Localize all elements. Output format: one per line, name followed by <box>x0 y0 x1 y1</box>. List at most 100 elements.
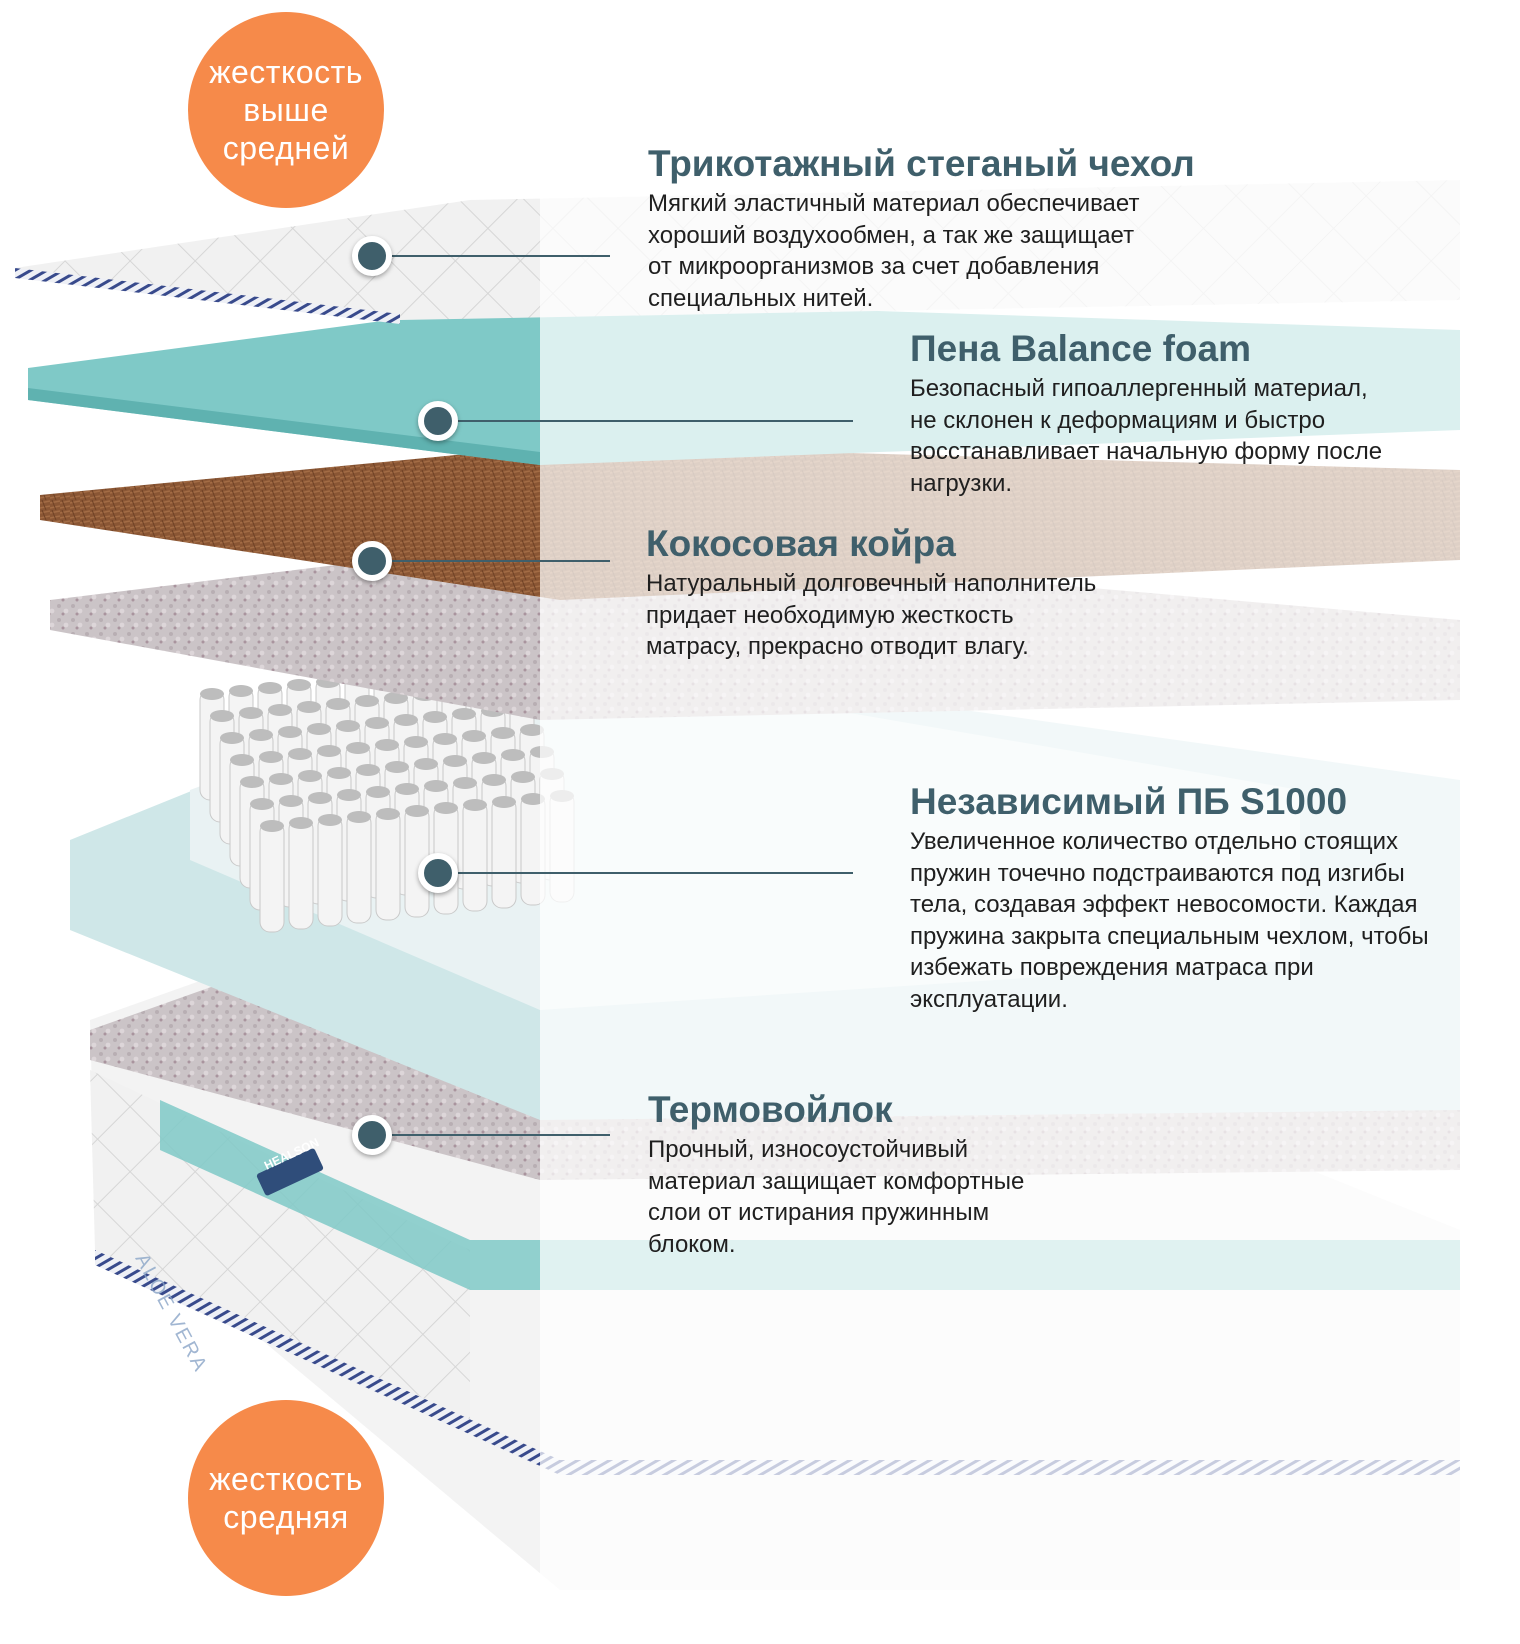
leader-line-felt <box>372 1134 610 1136</box>
spring-block <box>199 658 575 933</box>
spring-top <box>394 714 418 726</box>
leader-line-foam <box>438 420 853 422</box>
spring-top <box>521 793 545 805</box>
spring-top <box>200 688 224 700</box>
layer-info-coir: Кокосовая койра Натуральный долговечный … <box>646 522 1096 663</box>
spring-top <box>491 727 515 739</box>
layer-desc-line: материал защищает комфортные <box>648 1167 1025 1195</box>
spring-top <box>376 808 400 820</box>
text-backdrop-panel <box>540 150 1520 1644</box>
spring-top <box>356 764 380 776</box>
spring-pocket <box>317 815 343 927</box>
spring-top <box>443 755 467 767</box>
spring-pocket <box>375 809 401 921</box>
spring-top <box>289 817 313 829</box>
spring-top <box>269 773 293 785</box>
spring-top <box>385 761 409 773</box>
spring-top <box>423 711 447 723</box>
spring-top <box>250 798 274 810</box>
layer-title-cover: Трикотажный стеганый чехол <box>648 143 1195 184</box>
spring-top <box>249 729 273 741</box>
layer-desc-line: Прочный, износоустойчивый <box>648 1136 969 1163</box>
spring-top <box>230 754 254 766</box>
layer-desc-foam: Безопасный гипоаллергенный материал, не … <box>910 373 1382 499</box>
spring-top <box>337 789 361 801</box>
layer-desc-line: избежать повреждения матраса при <box>910 954 1314 981</box>
layer-desc-cover: Мягкий эластичный материал обеспечивает … <box>648 188 1195 314</box>
layer-title-coir: Кокосовая койра <box>646 523 956 564</box>
balance-foam-edge <box>28 388 540 465</box>
spring-top <box>492 796 516 808</box>
firmness-badge-bottom: жесткость средняя <box>188 1400 384 1596</box>
marker-dot-springs <box>418 853 458 893</box>
spring-top <box>346 742 370 754</box>
layer-desc-line: Безопасный гипоаллергенный материал, <box>910 375 1368 402</box>
layer-title-felt: Термовойлок <box>648 1089 893 1130</box>
layer-desc-line: эксплуатации. <box>910 985 1068 1013</box>
bottom-piping <box>95 1250 1460 1475</box>
layer-desc-line: блоком. <box>648 1230 736 1258</box>
layer-desc-line: от микроорганизмов за счет добавления <box>648 253 1100 280</box>
leader-line-springs <box>438 872 853 874</box>
layer-info-felt: Термовойлок Прочный, износоустойчивый ма… <box>648 1088 1024 1260</box>
spring-top <box>307 723 331 735</box>
layer-desc-line: Натуральный долговечный наполнитель <box>646 570 1097 597</box>
spring-top <box>220 732 244 744</box>
spring-top <box>520 724 544 736</box>
spring-top <box>463 799 487 811</box>
layer-title-foam: Пена Balance foam <box>910 328 1251 369</box>
layer-desc-line: Мягкий эластичный материал обеспечивает <box>648 190 1140 217</box>
spring-top <box>433 733 457 745</box>
badge-bottom-line-1: жесткость <box>209 1461 363 1497</box>
spring-top <box>375 739 399 751</box>
spring-top <box>453 777 477 789</box>
layer-title-springs: Независимый ПБ S1000 <box>910 781 1348 822</box>
spring-top <box>452 708 476 720</box>
spring-top <box>482 774 506 786</box>
brand-logo-tag <box>256 1148 324 1196</box>
spring-top <box>278 726 302 738</box>
spring-top <box>297 701 321 713</box>
spring-top <box>326 698 350 710</box>
marker-dot-coir <box>352 541 392 581</box>
spring-top <box>279 795 303 807</box>
leader-line-cover <box>372 255 610 257</box>
spring-top <box>404 736 428 748</box>
marker-dot-foam <box>418 401 458 441</box>
spring-top <box>501 749 525 761</box>
layer-desc-line: пружин точечно подстраиваются под изгибы <box>910 859 1405 887</box>
spring-top <box>395 783 419 795</box>
spring-top <box>365 717 389 729</box>
spring-pocket <box>346 812 372 924</box>
layer-desc-line: придает необходимую жесткость <box>646 601 1014 629</box>
layer-desc-line: Увеличенное количество отдельно стоящих <box>910 828 1398 855</box>
firmness-badge-top: жесткость выше средней <box>188 12 384 208</box>
layer-desc-line: не склонен к деформациям и быстро <box>910 406 1326 434</box>
spring-top <box>327 767 351 779</box>
spring-top <box>317 745 341 757</box>
spring-top <box>462 730 486 742</box>
layer-desc-line: пружина закрыта специальным чехлом, чтоб… <box>910 922 1429 950</box>
layer-info-foam: Пена Balance foam Безопасный гипоаллерге… <box>910 327 1382 499</box>
spring-top <box>210 710 234 722</box>
spring-top <box>259 751 283 763</box>
spring-top <box>308 792 332 804</box>
spring-top <box>229 685 253 697</box>
knitted-cover-piping <box>15 268 400 324</box>
spring-top <box>336 720 360 732</box>
spring-top <box>298 770 322 782</box>
badge-top-line-2: выше <box>243 92 329 128</box>
layer-desc-line: специальных нитей. <box>648 284 874 312</box>
spring-top <box>434 802 458 814</box>
spring-top <box>414 758 438 770</box>
spring-pocket <box>462 800 488 912</box>
spring-top <box>347 811 371 823</box>
badge-top-line-3: средней <box>222 130 350 166</box>
leader-line-coir <box>372 560 610 562</box>
spring-top <box>511 771 535 783</box>
layer-desc-line: слои от истирания пружинным <box>648 1199 990 1226</box>
layer-desc-line: тела, создавая эффект невосомости. Кажда… <box>910 891 1418 918</box>
marker-dot-felt <box>352 1115 392 1155</box>
spring-top <box>355 695 379 707</box>
